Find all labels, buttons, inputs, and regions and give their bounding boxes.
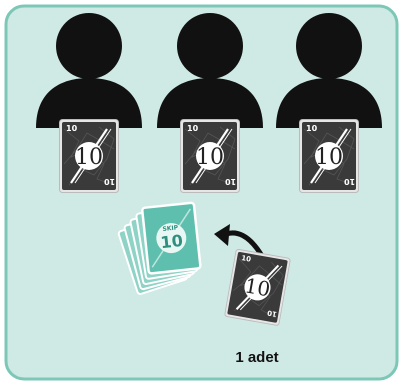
card-value: 10 (196, 145, 224, 170)
card-corner-label: 10 (187, 124, 199, 133)
player-head-icon (296, 13, 362, 79)
deck-top-text: SKIP (162, 224, 179, 233)
player-1-card: 10 10 10 (59, 119, 119, 193)
card-corner-label-flipped: 10 (344, 177, 356, 186)
card-corner-label-flipped: 10 (225, 177, 237, 186)
draw-deck: SKIP 10 (117, 201, 202, 295)
player-1 (36, 13, 142, 128)
card-value: 10 (315, 145, 343, 170)
player-body-icon (157, 78, 263, 128)
player-3 (276, 13, 382, 128)
player-3-card: 10 10 10 (299, 119, 359, 193)
player-2 (157, 13, 263, 128)
card-value: 10 (75, 145, 103, 170)
player-head-icon (56, 13, 122, 79)
card-value: 10 (243, 273, 272, 301)
discard-card: 10 10 10 (223, 248, 292, 327)
card-corner-label: 10 (306, 124, 318, 133)
card-corner-label-flipped: 10 (266, 308, 277, 318)
player-head-icon (177, 13, 243, 79)
card-corner-label: 10 (241, 254, 252, 264)
curved-arrow-icon (214, 224, 265, 259)
deck-top-card: SKIP 10 (141, 201, 202, 275)
player-body-icon (36, 78, 142, 128)
player-body-icon (276, 78, 382, 128)
card-corner-label: 10 (66, 124, 78, 133)
player-2-card: 10 10 10 (180, 119, 240, 193)
caption-label: 1 adet (235, 349, 278, 366)
card-corner-label-flipped: 10 (104, 177, 116, 186)
deck-value: 10 (160, 231, 184, 252)
